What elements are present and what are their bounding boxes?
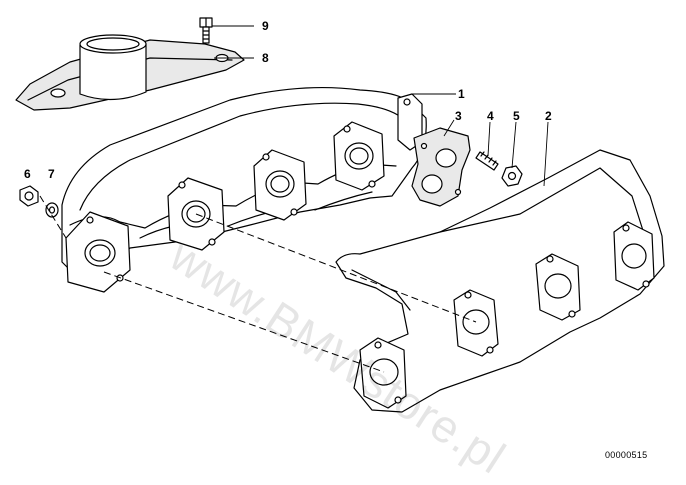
callout-3: 3 xyxy=(455,109,462,123)
callout-8: 8 xyxy=(262,51,269,65)
callout-6: 6 xyxy=(24,167,31,181)
callout-1: 1 xyxy=(458,87,465,101)
callout-5: 5 xyxy=(513,109,520,123)
gasket xyxy=(411,127,471,207)
alignment-lines xyxy=(39,195,477,373)
stud xyxy=(475,151,499,171)
callout-2: 2 xyxy=(545,109,552,123)
document-number: 00000515 xyxy=(605,450,648,460)
cover-plate xyxy=(15,34,245,111)
callout-7: 7 xyxy=(48,167,55,181)
leader-lines xyxy=(212,25,549,187)
callout-4: 4 xyxy=(487,109,494,123)
washer xyxy=(45,202,59,218)
bolt xyxy=(199,17,213,44)
heat-shield xyxy=(335,149,665,413)
nut-5 xyxy=(501,165,523,187)
callout-9: 9 xyxy=(262,19,269,33)
nut-6 xyxy=(19,185,39,207)
